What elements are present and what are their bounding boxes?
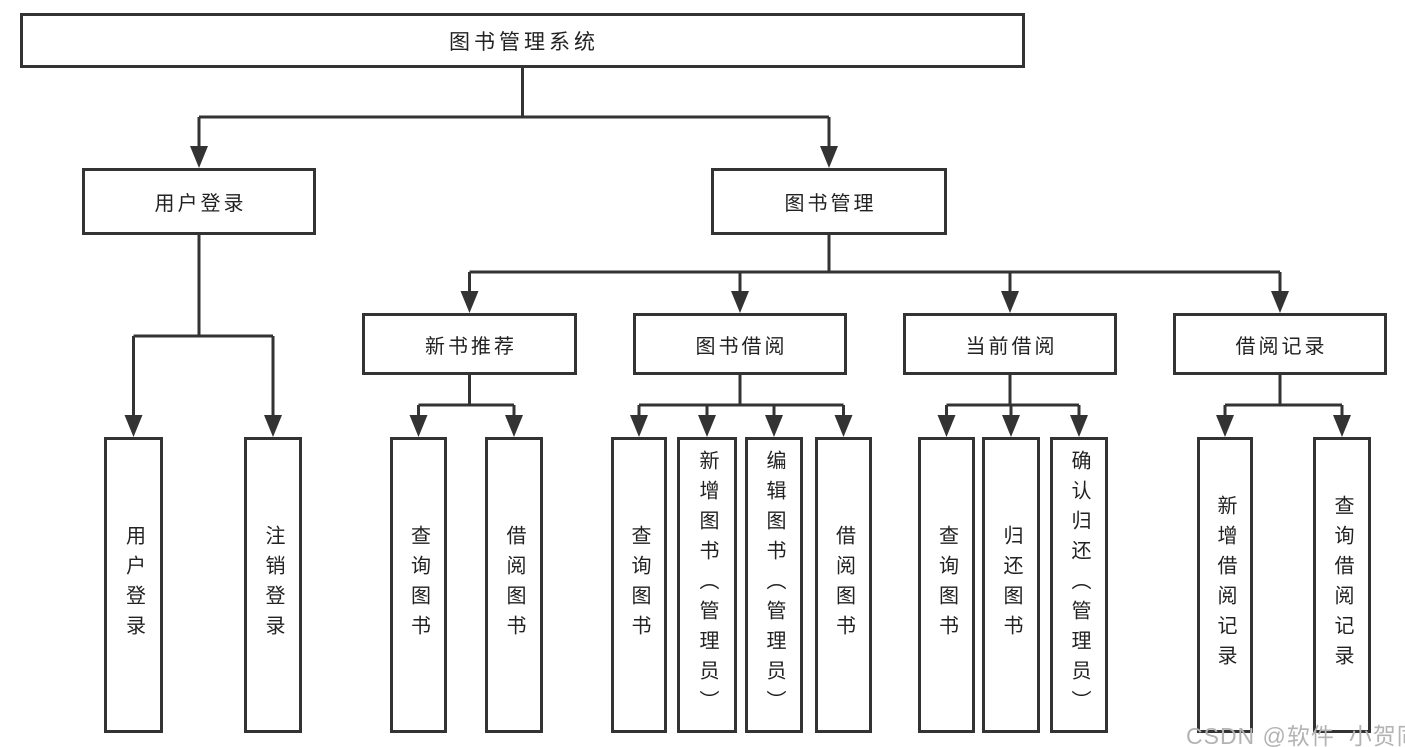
watermark-text: CSDN @软件_小贺同学 xyxy=(1186,723,1405,747)
leaf-current-query-books: 查询图书 xyxy=(918,437,975,733)
leaf-borrow-borrow-books: 借阅图书 xyxy=(815,437,872,733)
node-new-book-recommendation: 新书推荐 xyxy=(362,313,577,375)
leaf-current-return-books: 归还图书 xyxy=(982,437,1040,733)
node-library-management-system: 图书管理系统 xyxy=(20,13,1025,68)
leaf-records-query-borrow-record: 查询借阅记录 xyxy=(1313,437,1371,733)
leaf-current-confirm-return-admin: 确认归还（管理员） xyxy=(1050,437,1108,733)
node-book-borrowing: 图书借阅 xyxy=(633,313,847,375)
leaf-newbook-borrow-books: 借阅图书 xyxy=(485,437,543,733)
leaf-borrow-edit-books-admin: 编辑图书（管理员） xyxy=(745,437,803,733)
node-current-borrowing: 当前借阅 xyxy=(903,313,1117,375)
leaf-logout: 注销登录 xyxy=(244,437,302,733)
node-book-management: 图书管理 xyxy=(711,168,947,235)
leaf-user-login: 用户登录 xyxy=(104,437,163,733)
leaf-records-add-borrow-record: 新增借阅记录 xyxy=(1197,437,1253,733)
arrowheads xyxy=(124,146,1351,437)
node-borrowing-records: 借阅记录 xyxy=(1173,313,1387,375)
node-user-login: 用户登录 xyxy=(82,168,316,235)
leaf-newbook-query-books: 查询图书 xyxy=(390,437,447,733)
leaf-borrow-query-books: 查询图书 xyxy=(611,437,667,733)
leaf-borrow-add-books-admin: 新增图书（管理员） xyxy=(677,437,737,733)
